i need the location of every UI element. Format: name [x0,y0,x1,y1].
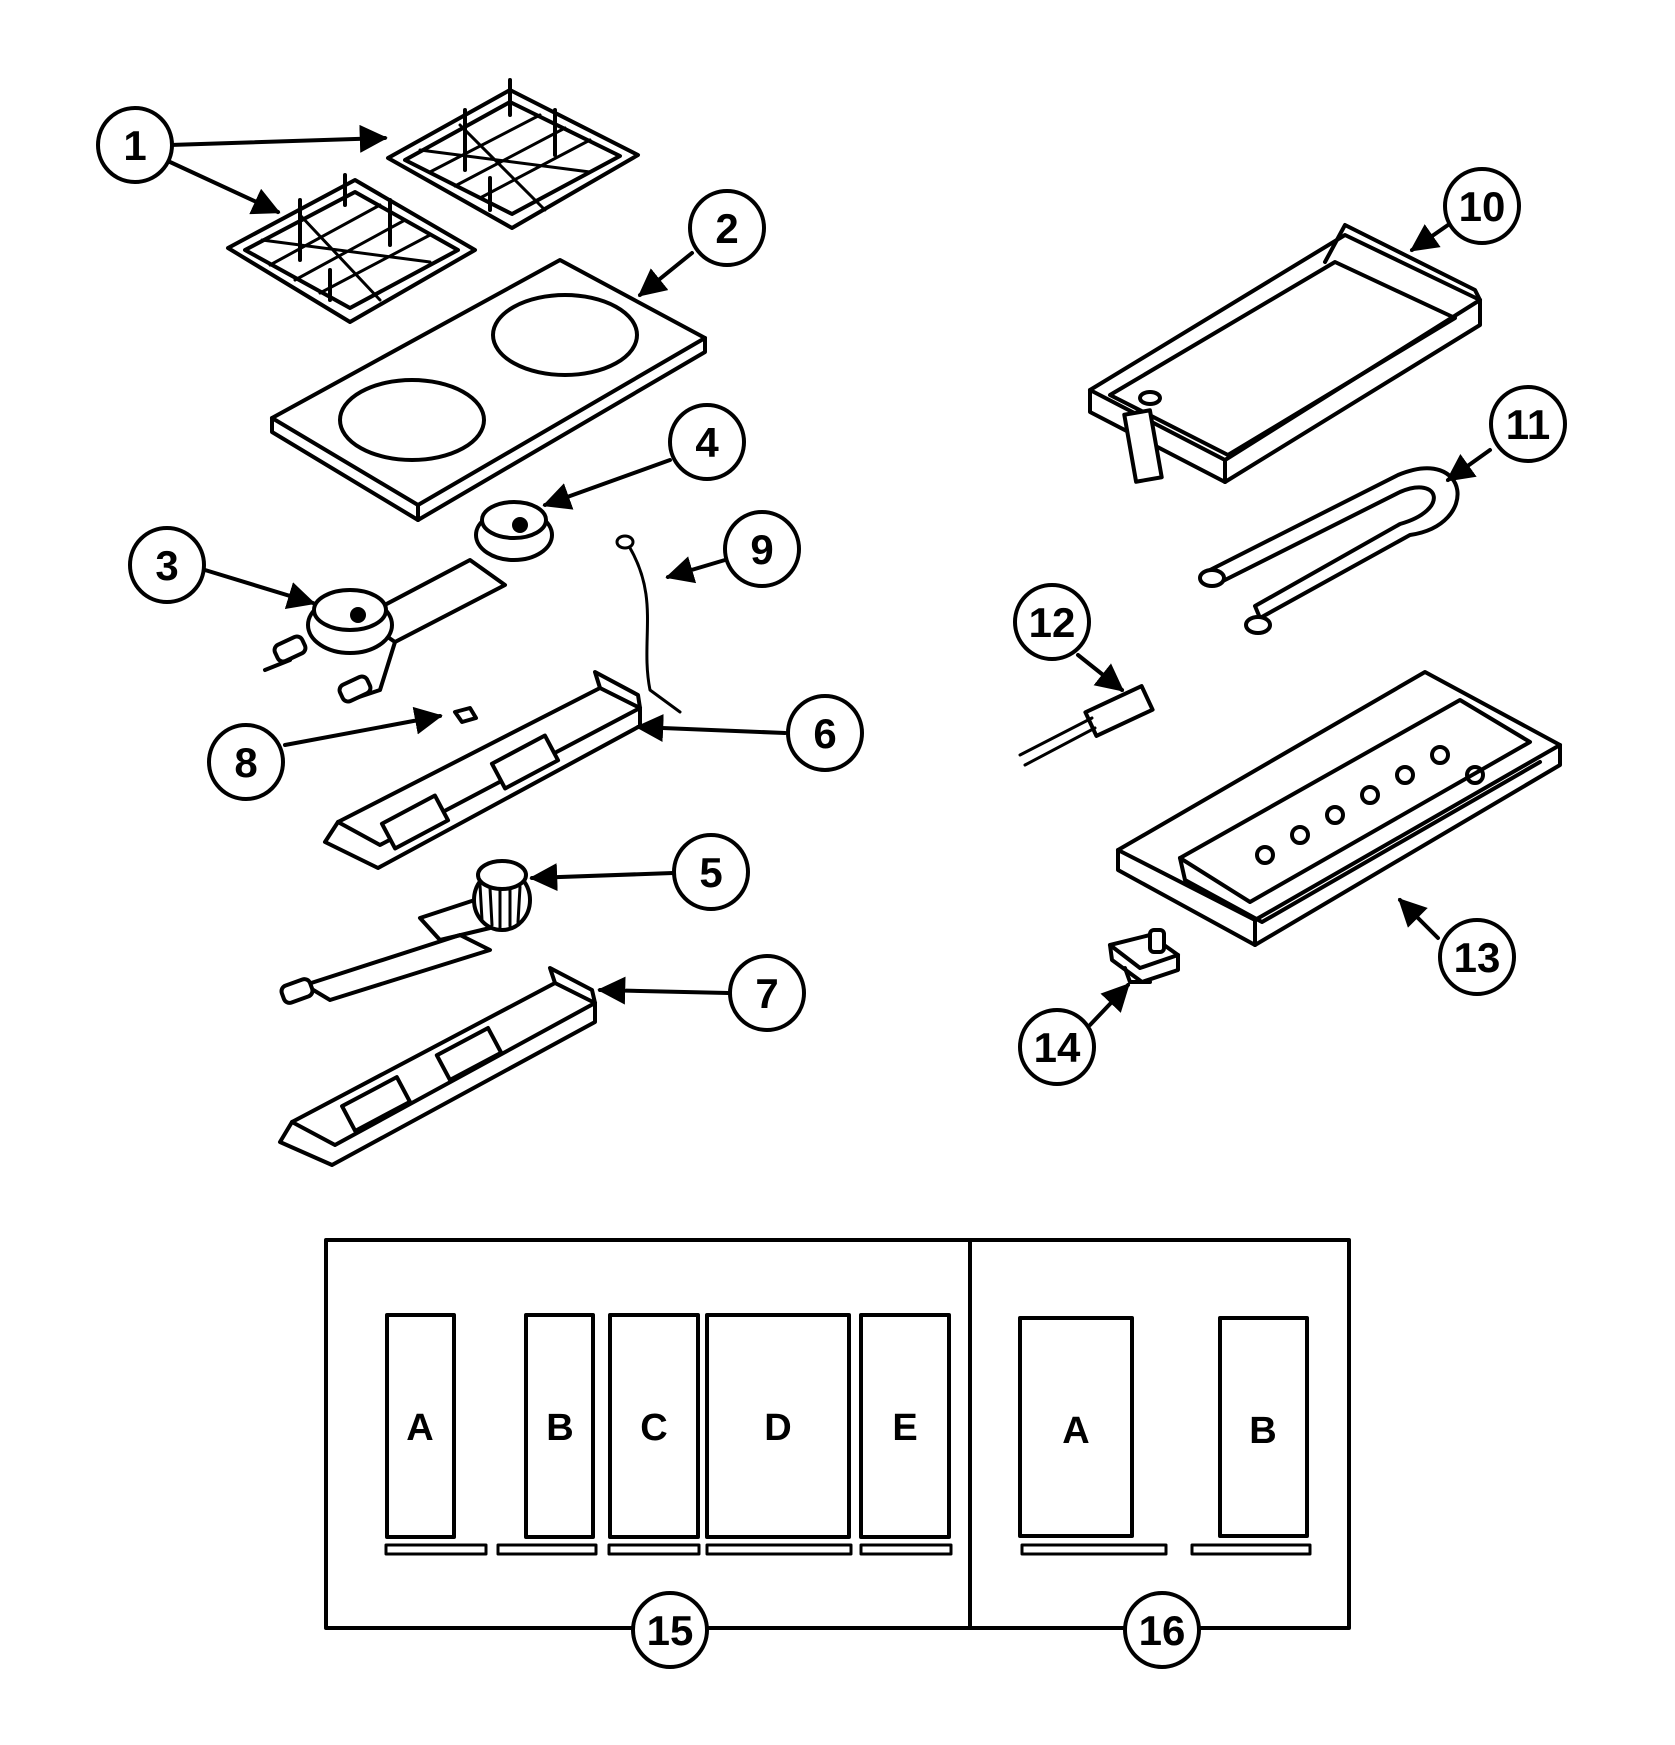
callout-4: 4 [668,403,746,481]
spark-ignitor [1108,928,1180,984]
ignitor-wire [615,534,682,714]
callout-6: 6 [786,694,864,772]
panel-15-slot-e: E [892,1407,917,1449]
panel-15-slot-b: B [546,1407,573,1449]
svg-text:15: 15 [647,1607,694,1654]
panel-16-slot-a: A [1062,1410,1089,1452]
svg-text:8: 8 [234,739,257,786]
svg-text:2: 2 [715,205,738,252]
callout-13: 13 [1438,918,1516,996]
svg-text:11: 11 [1506,401,1550,448]
callout-14: 14 [1018,1008,1096,1086]
burner-grate-right [386,78,640,230]
temperature-sensor [1018,684,1155,767]
svg-text:9: 9 [750,526,773,573]
panel-15-slot-a: A [406,1407,433,1449]
callout-1: 1 [96,106,174,184]
svg-text:12: 12 [1029,599,1076,646]
svg-text:16: 16 [1139,1607,1186,1654]
callout-12: 12 [1013,583,1091,661]
callout-7: 7 [728,954,806,1032]
callout-9: 9 [723,510,801,588]
svg-text:4: 4 [695,419,719,466]
callout-10: 10 [1443,167,1521,245]
panel-15-slot-d: D [764,1407,791,1449]
single-burner [279,859,532,1005]
callout-3: 3 [128,526,206,604]
callout-11: 11 [1489,385,1567,463]
svg-text:6: 6 [813,710,836,757]
spring-clip [453,706,478,724]
callout-8: 8 [207,723,285,801]
callout-5: 5 [672,833,750,911]
svg-text:10: 10 [1459,183,1506,230]
svg-text:3: 3 [155,542,178,589]
burner-grate-left [226,173,477,324]
griddle-plate [1088,223,1482,484]
svg-text:7: 7 [755,970,778,1017]
svg-text:14: 14 [1034,1024,1081,1071]
griddle-burner-tube [1198,466,1460,635]
burner-bracket-upper [323,670,642,870]
callout-2: 2 [688,189,766,267]
panel-16-slot-b: B [1249,1410,1276,1452]
burner-box [1116,670,1562,947]
burner-bracket-lower [278,966,597,1167]
panel-15 [324,1238,972,1630]
svg-text:1: 1 [123,122,146,169]
callout-16: 16 [1123,1591,1201,1669]
leader-lines [168,124,1492,1027]
dual-burner-assembly [263,500,554,704]
panel-15-slot-c: C [640,1407,667,1449]
svg-text:5: 5 [699,849,722,896]
callout-15: 15 [631,1591,709,1669]
panel-16 [968,1238,1351,1630]
cooktop-plate [270,258,707,522]
svg-text:13: 13 [1454,934,1501,981]
